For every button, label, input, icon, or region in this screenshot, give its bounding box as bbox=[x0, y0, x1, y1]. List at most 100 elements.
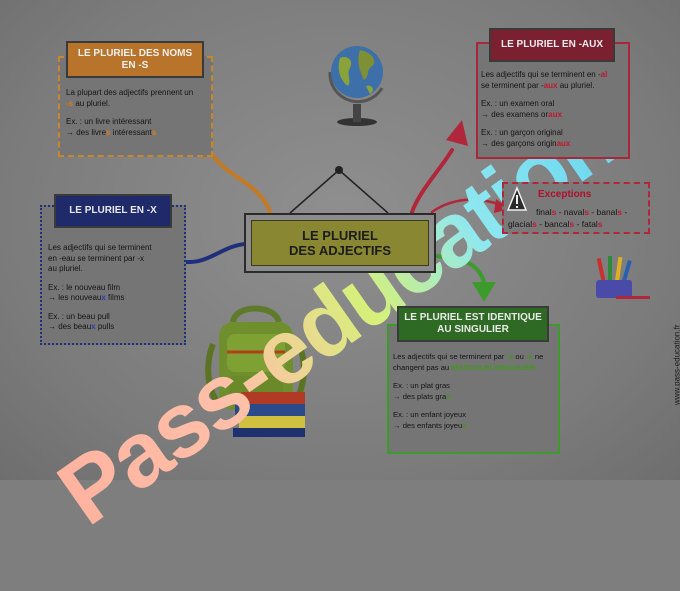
ending-highlight: s bbox=[569, 219, 575, 229]
ending-highlight: s bbox=[532, 219, 537, 229]
rule-line: -s au pluriel. bbox=[66, 99, 193, 110]
exception-word: - bancal bbox=[536, 219, 570, 229]
arrow-to-same bbox=[434, 254, 486, 284]
example-word: → les nouveau bbox=[48, 293, 102, 302]
rule-text: Les adjectifs qui se terminent en - bbox=[481, 70, 601, 79]
card-exceptions bbox=[502, 182, 650, 234]
example-word: → des examens or bbox=[481, 109, 549, 119]
arrow-head-same bbox=[472, 282, 496, 302]
example-line: Ex. : un examen oral bbox=[481, 99, 555, 108]
rule-line: se terminent par -aux au pluriel. bbox=[481, 81, 607, 92]
arrow-to-exceptions bbox=[430, 198, 502, 214]
exceptions-list: finals - navals - banals - glacials - ba… bbox=[508, 206, 627, 230]
example-line: Ex. : un enfant joyeux bbox=[393, 410, 467, 419]
rule-line: au pluriel. bbox=[48, 264, 83, 273]
example-word: pulls bbox=[95, 322, 115, 331]
example-word: → des livre bbox=[66, 127, 107, 137]
rule-text: se terminent par - bbox=[481, 80, 544, 90]
rule-line: Les adjectifs qui se terminent bbox=[48, 243, 152, 252]
ending-highlight: s bbox=[446, 391, 451, 401]
hanger-nail bbox=[335, 166, 343, 174]
ending-highlight: -s bbox=[66, 98, 74, 108]
central-title-line: LE PLURIEL bbox=[302, 228, 378, 243]
ending-highlight: -x bbox=[525, 352, 533, 361]
example-result: → des examens oraux bbox=[481, 110, 607, 121]
rule-line: Les adjectifs qui se terminent en -al bbox=[481, 70, 607, 81]
exception-word: glacial bbox=[508, 219, 533, 229]
arrow-to-noms-s bbox=[206, 148, 272, 214]
ending-highlight: al bbox=[600, 70, 608, 79]
card-pluriel-x-body: Les adjectifs qui se terminent en -eau s… bbox=[48, 243, 152, 333]
example-line: Ex. : un plat gras bbox=[393, 381, 450, 390]
example-result: → des livres intéressants bbox=[66, 128, 193, 139]
ending-highlight: s bbox=[617, 207, 623, 217]
ending-highlight: s bbox=[584, 207, 589, 217]
rule-text: Les adjectifs qui se terminent par bbox=[393, 352, 507, 361]
central-title-line: DES ADJECTIFS bbox=[288, 243, 392, 258]
card-pluriel-x bbox=[40, 205, 186, 345]
arrow-to-aux bbox=[410, 148, 454, 214]
example-word: films bbox=[105, 293, 125, 302]
exception-word: - banal bbox=[588, 207, 618, 217]
card-pluriel-identique-body: Les adjectifs qui se terminent par -s ou… bbox=[393, 352, 543, 431]
ending-highlight: -s bbox=[506, 352, 514, 361]
example-line: Ex. : un livre intéressant bbox=[66, 117, 152, 126]
ending-highlight: aux bbox=[548, 109, 562, 119]
site-url: www.pass-education.fr bbox=[672, 324, 680, 405]
exception-word: final bbox=[536, 207, 552, 217]
pencil-cup-icon bbox=[596, 256, 650, 299]
exception-word: - bbox=[622, 207, 628, 217]
backpack-illustration bbox=[205, 305, 307, 437]
ending-highlight: x bbox=[462, 420, 467, 430]
rule-text: au pluriel. bbox=[557, 80, 595, 90]
example-word: → des enfants joyeu bbox=[393, 420, 463, 430]
exception-word: - naval bbox=[556, 207, 585, 217]
rule-text: ou bbox=[513, 352, 526, 361]
card-pluriel-x-title: LE PLURIEL EN -X bbox=[54, 194, 172, 228]
title-line: LE PLURIEL EN -AUX bbox=[500, 39, 604, 50]
example-word: → des beau bbox=[48, 322, 92, 331]
title-line: AU SINGULIER bbox=[437, 324, 509, 335]
example-result: → des plats gras bbox=[393, 392, 543, 403]
rule-text: ne bbox=[532, 352, 544, 361]
example-word: intéressant bbox=[110, 127, 152, 137]
exception-word: - fatal bbox=[574, 219, 598, 229]
rule-text: au pluriel. bbox=[73, 98, 111, 108]
ending-highlight: aux bbox=[556, 138, 571, 148]
hanger-right bbox=[338, 169, 389, 214]
exceptions-line: finals - navals - banals - bbox=[536, 206, 627, 218]
card-pluriel-aux-body: Les adjectifs qui se terminent en -al se… bbox=[481, 70, 607, 149]
rule-line: Les adjectifs qui se terminent par -s ou… bbox=[393, 352, 543, 363]
exceptions-title: Exceptions bbox=[538, 189, 592, 200]
example-word: → des garçons origin bbox=[481, 138, 557, 148]
example-result: → les nouveaux films bbox=[48, 293, 152, 304]
ending-highlight: s bbox=[551, 207, 557, 217]
title-line: EN -S bbox=[121, 59, 149, 71]
title-line: LE PLURIEL DES NOMS bbox=[77, 47, 193, 59]
ending-highlight: x bbox=[101, 293, 106, 302]
example-result: → des enfants joyeux bbox=[393, 421, 543, 432]
example-line: Ex. : un beau pull bbox=[48, 311, 110, 321]
example-result: → des beaux pulls bbox=[48, 322, 152, 333]
exceptions-line: glacials - bancals - fatals bbox=[508, 218, 627, 230]
example-line: Ex. : un garçon original bbox=[481, 128, 563, 137]
ending-highlight: s bbox=[151, 127, 157, 137]
title-line: LE PLURIEL EST IDENTIQUE bbox=[404, 312, 542, 323]
ending-highlight: x bbox=[91, 322, 96, 331]
rule-line: changent pas au MASCULIN-SINGULIER. bbox=[393, 363, 543, 374]
example-result: → des garçons originaux bbox=[481, 139, 607, 150]
rule-line: en -eau se terminent par -x bbox=[48, 253, 145, 263]
arrow-head-aux bbox=[446, 120, 468, 146]
card-pluriel-identique-title: LE PLURIEL EST IDENTIQUE AU SINGULIER bbox=[397, 306, 549, 342]
example-word: → des plats gra bbox=[393, 391, 447, 401]
example-line: Ex. : le nouveau film bbox=[48, 282, 121, 292]
ending-highlight: aux bbox=[543, 80, 558, 90]
central-title: LE PLURIEL DES ADJECTIFS bbox=[251, 220, 429, 266]
card-pluriel-identique bbox=[387, 324, 560, 454]
central-title-frame: LE PLURIEL DES ADJECTIFS bbox=[244, 213, 436, 273]
title-line: LE PLURIEL EN -X bbox=[69, 205, 157, 216]
card-pluriel-s-title: LE PLURIEL DES NOMS EN -S bbox=[66, 41, 204, 78]
warning-icon bbox=[506, 186, 528, 211]
card-pluriel-s-body: La plupart des adjectifs prennent un -s … bbox=[66, 88, 193, 138]
hanger-left bbox=[289, 169, 340, 214]
